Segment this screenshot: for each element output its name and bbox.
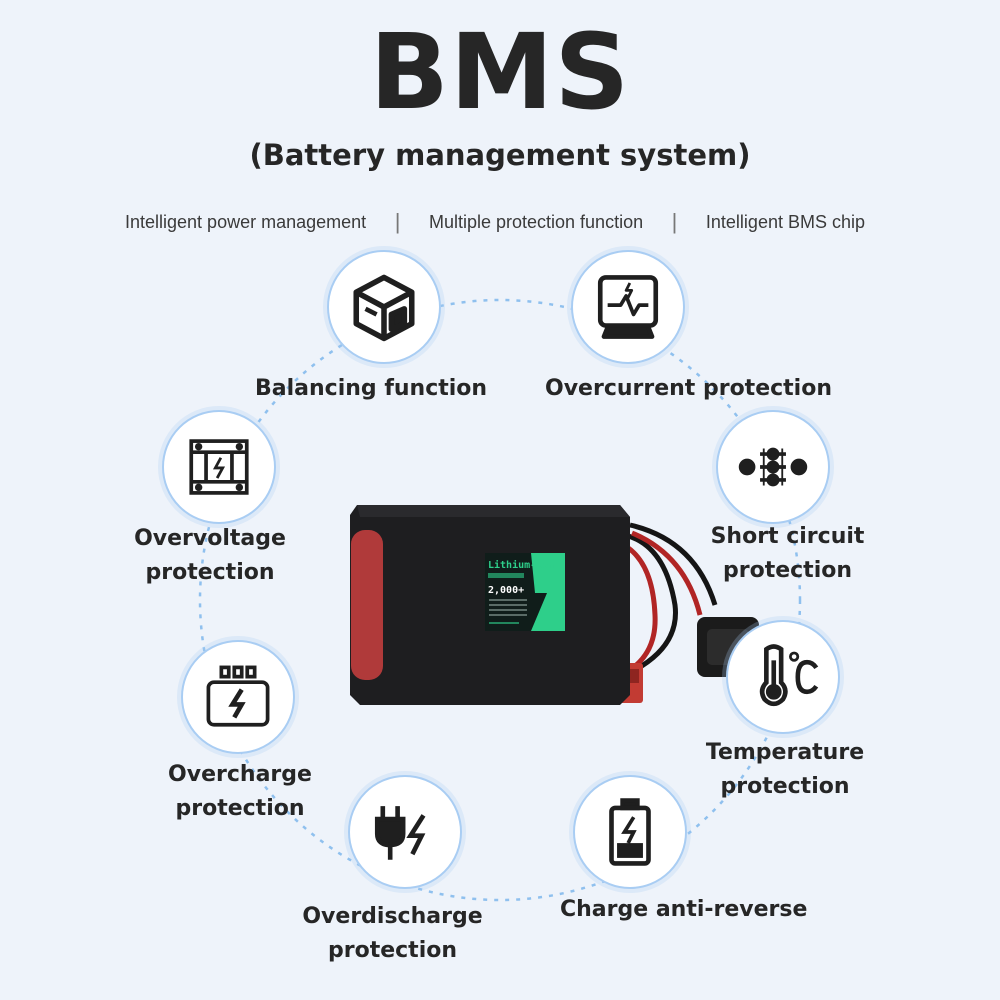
- screen-title: Lithium-ion: [488, 559, 554, 571]
- thermometer-celsius-icon: [726, 620, 840, 734]
- battery-pack-image: Lithium-ion 2,000+: [350, 505, 759, 705]
- tagline-power-management: Intelligent power management: [125, 211, 367, 232]
- divider: |: [671, 209, 678, 234]
- cube-icon: [327, 250, 441, 364]
- label-overcurrent-protection: Overcurrent protection: [545, 376, 832, 401]
- monitor-pulse-icon: [571, 250, 685, 364]
- label-line: Temperature: [705, 740, 865, 765]
- charger-bolt-icon: [181, 640, 295, 754]
- label-overvoltage: Overvoltage protection: [125, 522, 295, 590]
- slider-switch-icon: [716, 410, 830, 524]
- battery-bolt-icon: [573, 775, 687, 889]
- label-overcharge: Overcharge protection: [160, 758, 320, 826]
- label-balancing-function: Balancing function: [255, 376, 488, 401]
- divider: |: [394, 209, 401, 234]
- label-short-circuit: Short circuit protection: [700, 520, 875, 588]
- plug-bolt-icon: [348, 775, 462, 889]
- label-temperature: Temperature protection: [700, 736, 870, 804]
- label-line: protection: [145, 560, 275, 585]
- label-line: protection: [722, 558, 853, 583]
- page-subtitle: (Battery management system): [249, 138, 751, 172]
- label-line: protection: [720, 774, 850, 799]
- label-line: protection: [175, 796, 305, 821]
- tagline-bms-chip: Intelligent BMS chip: [705, 211, 865, 232]
- page-title: BMS: [369, 11, 631, 133]
- screen-value: 2,000+: [488, 585, 524, 596]
- label-line: protection: [327, 938, 458, 963]
- label-line: Overcharge: [168, 762, 312, 787]
- label-line: Short circuit: [710, 524, 865, 549]
- label-line: Overdischarge: [302, 904, 483, 929]
- label-line: Overvoltage: [134, 526, 286, 551]
- label-overdischarge: Overdischarge protection: [300, 900, 485, 968]
- tagline-bar: Intelligent power management | Multiple …: [125, 207, 865, 237]
- label-charge-anti-reverse: Charge anti-reverse: [560, 897, 808, 922]
- voltage-panel-icon: [162, 410, 276, 524]
- tagline-protection-function: Multiple protection function: [428, 211, 644, 232]
